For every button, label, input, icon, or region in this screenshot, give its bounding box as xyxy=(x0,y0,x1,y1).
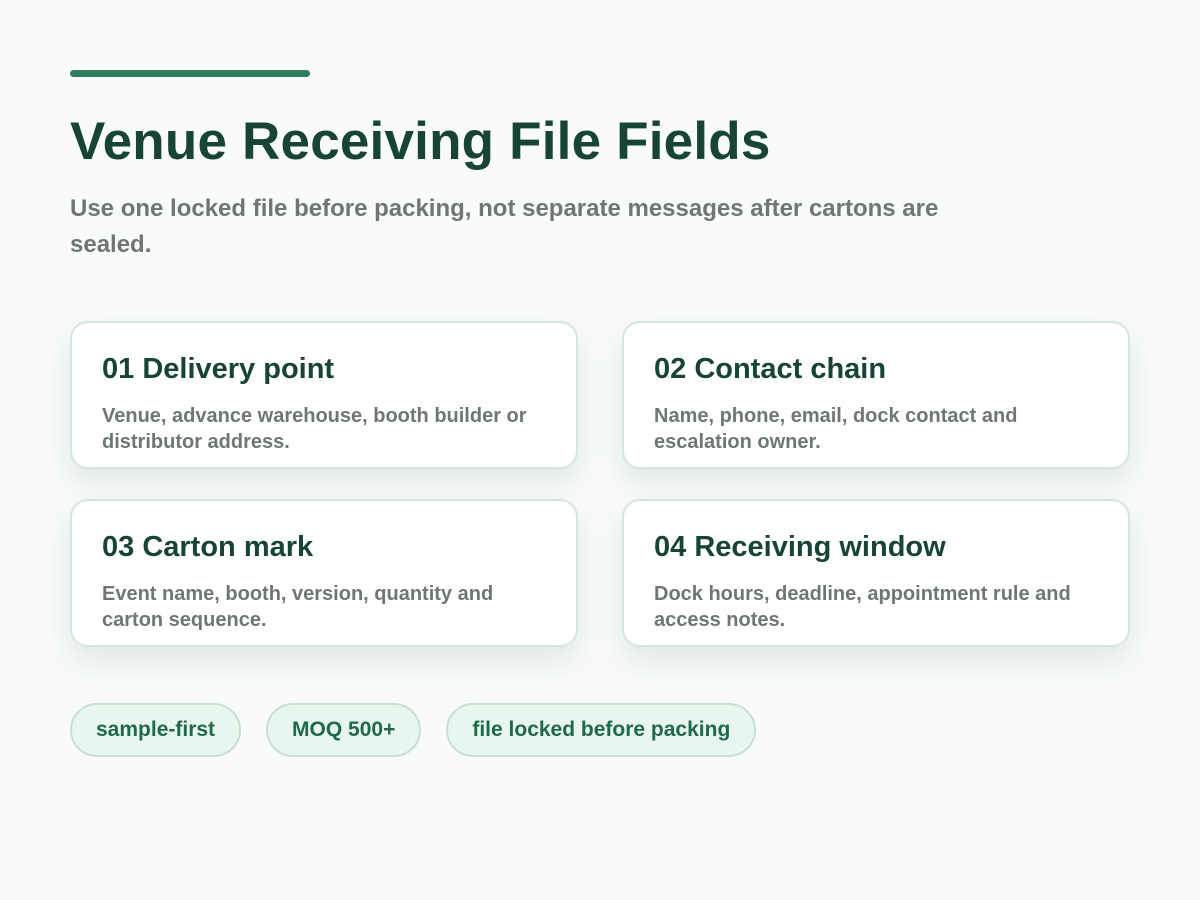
field-card-delivery-point: 01 Delivery point Venue, advance warehou… xyxy=(70,321,578,469)
tag-list: sample-first MOQ 500+ file locked before… xyxy=(70,703,1130,757)
card-description: Dock hours, deadline, appointment rule a… xyxy=(654,583,1071,631)
page-content: Venue Receiving File Fields Use one lock… xyxy=(70,70,1130,757)
field-card-carton-mark: 03 Carton mark Event name, booth, versio… xyxy=(70,499,578,647)
card-description: Venue, advance warehouse, booth builder … xyxy=(102,405,527,453)
card-title: 04 Receiving window xyxy=(654,531,946,563)
card-description: Event name, booth, version, quantity and… xyxy=(102,583,494,631)
card-title: 03 Carton mark xyxy=(102,531,314,563)
accent-bar xyxy=(70,70,310,77)
tag-moq: MOQ 500+ xyxy=(266,703,422,757)
field-card-grid: 01 Delivery point Venue, advance warehou… xyxy=(70,321,1130,647)
page-subtitle: Use one locked file before packing, not … xyxy=(70,195,939,258)
field-card-contact-chain: 02 Contact chain Name, phone, email, doc… xyxy=(622,321,1130,469)
tag-sample-first: sample-first xyxy=(70,703,242,757)
tag-file-locked: file locked before packing xyxy=(446,703,757,757)
card-title: 02 Contact chain xyxy=(654,353,887,385)
card-title: 01 Delivery point xyxy=(102,353,335,385)
field-card-receiving-window: 04 Receiving window Dock hours, deadline… xyxy=(622,499,1130,647)
page-title: Venue Receiving File Fields xyxy=(70,112,771,171)
card-description: Name, phone, email, dock contact and esc… xyxy=(654,405,1018,453)
